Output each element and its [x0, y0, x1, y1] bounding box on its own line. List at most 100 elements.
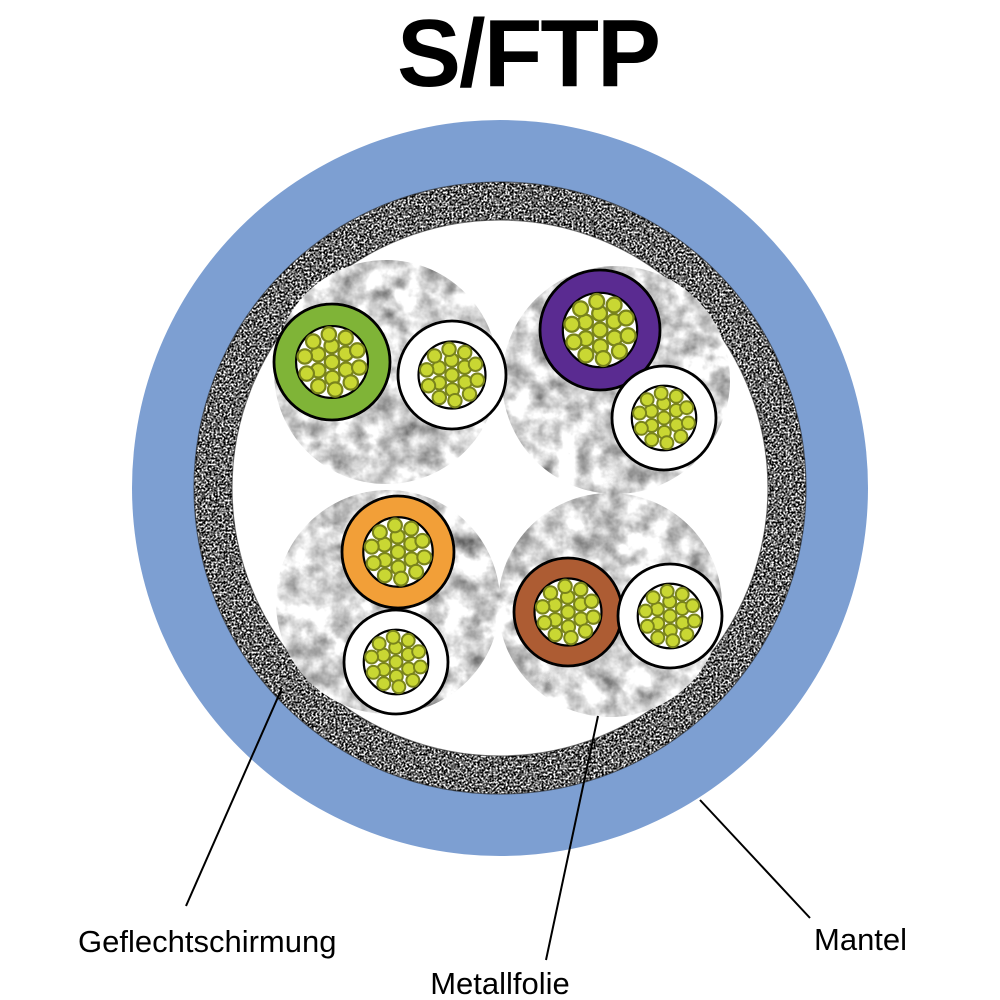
copper-strand: [337, 329, 354, 347]
wire-green: [272, 302, 392, 422]
braid-shield-outer-edge: [193, 181, 807, 795]
copper-strand: [644, 432, 660, 448]
copper-strand: [563, 629, 579, 646]
copper-strand: [572, 300, 590, 318]
wire-white-pair4: [616, 562, 724, 670]
copper-strand: [585, 609, 602, 625]
braid-shield-inner-edge: [231, 219, 769, 757]
wire-white-pair3: [342, 608, 450, 716]
copper-strand: [326, 381, 344, 398]
label-metallfolie: Metallfolie: [430, 966, 570, 1000]
wire-violet: [538, 268, 662, 392]
copper-strand: [296, 348, 314, 365]
copper-strand: [426, 348, 443, 364]
copper-strand: [668, 388, 684, 404]
copper-strand: [577, 623, 594, 639]
copper-strand: [371, 524, 388, 541]
copper-strand: [412, 659, 428, 675]
copper-strand: [400, 632, 416, 648]
copper-strand: [605, 296, 623, 314]
copper-strand: [659, 583, 675, 599]
copper-strand: [408, 563, 425, 580]
copper-strand: [594, 349, 612, 368]
copper-strand: [572, 581, 589, 598]
copper-strand: [416, 549, 433, 566]
copper-strand: [376, 676, 392, 692]
copper-strand: [563, 315, 581, 333]
label-geflechtschirmung: Geflechtschirmung: [78, 924, 336, 959]
copper-strand: [679, 400, 695, 416]
copper-strand: [365, 664, 381, 680]
copper-strand: [320, 326, 338, 343]
copper-strand: [411, 644, 427, 660]
copper-strand: [431, 389, 448, 406]
copper-strand: [656, 410, 672, 426]
copper-strand: [591, 321, 609, 339]
copper-strand: [534, 599, 551, 615]
copper-strand: [588, 292, 606, 311]
copper-strand: [645, 590, 661, 606]
copper-strand: [633, 420, 649, 436]
copper-strand: [310, 377, 327, 395]
copper-strand: [420, 378, 437, 394]
copper-strand: [441, 341, 457, 358]
diagram-title: S/FTP: [397, 0, 659, 107]
copper-strand: [617, 309, 635, 327]
copper-strand: [650, 630, 666, 646]
copper-strand: [639, 392, 655, 408]
copper-strand: [364, 649, 380, 665]
copper-strand: [363, 538, 380, 555]
copper-strand: [350, 359, 368, 376]
copper-strand: [542, 585, 559, 601]
copper-strand: [388, 654, 404, 670]
copper-strand: [639, 618, 655, 634]
copper-strand: [365, 555, 382, 572]
copper-strand: [679, 626, 695, 642]
copper-strand: [577, 346, 595, 364]
copper-strand: [547, 626, 564, 643]
copper-strand: [632, 405, 648, 421]
wire-brown: [512, 556, 624, 668]
wire-white-pair2: [610, 364, 718, 472]
copper-strand: [304, 333, 322, 350]
copper-strand: [389, 543, 407, 561]
copper-strand: [418, 362, 435, 378]
copper-strand: [393, 570, 410, 587]
label-mantel: Mantel: [814, 922, 907, 957]
copper-strand: [680, 415, 696, 431]
copper-strand: [298, 365, 316, 382]
copper-strand: [659, 435, 675, 451]
copper-strand: [405, 672, 421, 688]
wire-orange: [340, 494, 456, 610]
copper-strand: [376, 567, 393, 584]
copper-strand: [674, 586, 690, 602]
copper-strand: [386, 517, 403, 534]
copper-strand: [403, 520, 420, 537]
copper-strand: [414, 532, 431, 549]
copper-strand: [461, 386, 478, 402]
copper-strand: [565, 333, 583, 351]
copper-strand: [610, 342, 628, 360]
copper-strand: [447, 392, 463, 409]
wire-white-pair1: [396, 319, 508, 431]
copper-strand: [371, 636, 387, 652]
copper-strand: [560, 604, 576, 620]
copper-strand: [686, 613, 702, 629]
mantel-leader-line: [699, 799, 811, 919]
copper-strand: [619, 327, 637, 345]
copper-strand: [467, 356, 484, 372]
copper-strand: [456, 344, 473, 361]
copper-strand: [557, 578, 573, 595]
copper-strand: [583, 593, 600, 609]
copper-strand: [323, 353, 341, 371]
copper-strand: [536, 615, 553, 631]
copper-strand: [673, 428, 689, 444]
copper-strand: [348, 342, 366, 359]
copper-strand: [685, 598, 701, 614]
copper-strand: [662, 608, 678, 624]
copper-strand: [385, 629, 401, 645]
copper-strand: [444, 367, 460, 383]
metallfolie-leader-line: [545, 715, 599, 961]
copper-strand: [391, 679, 407, 695]
